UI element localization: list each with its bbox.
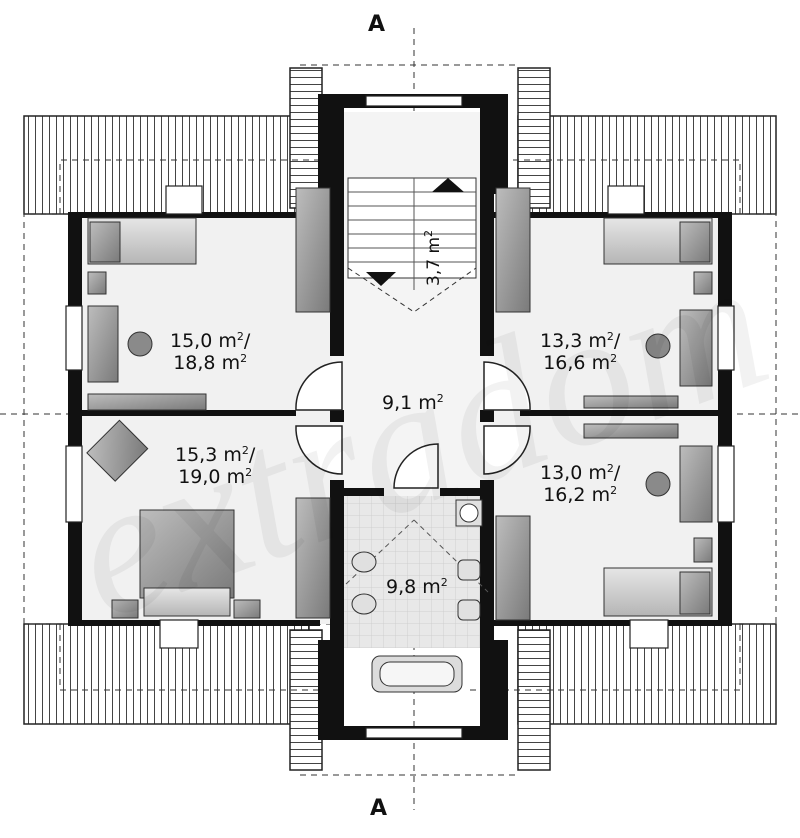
sink xyxy=(351,593,377,615)
chair xyxy=(127,331,153,357)
room-ne-area-1: 13,3 xyxy=(540,330,583,352)
wardrobe xyxy=(295,187,331,313)
desk xyxy=(87,305,119,383)
room-nw-area-1: 15,0 xyxy=(170,330,213,352)
shelf xyxy=(87,393,207,411)
chair xyxy=(645,471,671,497)
bathroom-area: 9,8 xyxy=(386,576,417,598)
room-se-area-1: 13,0 xyxy=(540,462,583,484)
shelf xyxy=(583,395,679,409)
sink xyxy=(351,551,377,573)
room-ne-area-2: 16,6 xyxy=(543,352,586,374)
stairs-area: 3,7 xyxy=(424,258,444,286)
room-nw-label: 15,0 m2/ 18,8 m2 xyxy=(170,330,251,374)
double-bed xyxy=(139,509,235,599)
wardrobe xyxy=(495,515,531,621)
bidet xyxy=(457,599,481,621)
bathroom-label: 9,8 m2 xyxy=(386,576,448,598)
shelf xyxy=(583,423,679,439)
staircase xyxy=(347,177,477,313)
desk xyxy=(679,309,713,387)
door-swings xyxy=(295,361,531,489)
room-se-area-2: 16,2 xyxy=(543,484,586,506)
wardrobe xyxy=(295,497,331,619)
desk xyxy=(679,445,713,523)
hall-label: 9,1 m2 xyxy=(382,392,444,414)
section-mark-top: A xyxy=(368,12,386,37)
room-se-label: 13,0 m2/ 16,2 m2 xyxy=(540,462,621,506)
hall-area: 9,1 xyxy=(382,392,413,414)
room-sw-area-1: 15,3 xyxy=(175,444,218,466)
room-ne-label: 13,3 m2/ 16,6 m2 xyxy=(540,330,621,374)
stairs-label: 3,7 m2 xyxy=(422,229,444,286)
room-sw-area-2: 19,0 xyxy=(178,466,221,488)
room-nw-area-2: 18,8 xyxy=(173,352,216,374)
windows xyxy=(65,95,735,739)
armchair xyxy=(86,419,149,482)
chair xyxy=(645,333,671,359)
room-sw-label: 15,3 m2/ 19,0 m2 xyxy=(175,444,256,488)
toilet xyxy=(457,559,481,581)
wardrobe xyxy=(495,187,531,313)
section-mark-bottom: A xyxy=(370,796,388,821)
furniture xyxy=(86,187,713,693)
